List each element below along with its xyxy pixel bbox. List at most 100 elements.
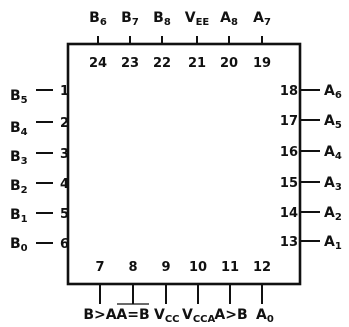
pin-5: 5 B1 (10, 207, 69, 225)
signal-subscript: 0 (267, 314, 274, 325)
pin-number: 7 (95, 260, 104, 275)
pin-number: 21 (188, 56, 206, 71)
pin-10: 10 VCCA (182, 260, 216, 325)
pin-number: 3 (60, 147, 69, 162)
signal-subscript: EE (196, 17, 210, 28)
signal-name: A (256, 307, 267, 323)
pin-signal-label: VCC (154, 307, 180, 325)
signal-name: B (89, 10, 100, 26)
pin-number: 2 (60, 116, 69, 131)
signal-name: V (182, 307, 193, 323)
pin-18: 18 A6 (280, 83, 342, 101)
pin-signal-label: A1 (324, 234, 342, 252)
pin-signal-label: A2 (324, 205, 342, 223)
pin-number: 14 (280, 206, 298, 221)
pin-signal-label: A7 (253, 10, 271, 28)
pin-number: 6 (60, 237, 69, 252)
pin-signal-label: B3 (10, 149, 28, 167)
right-pin-group: 18 A6 17 A5 16 A4 15 A3 14 A2 13 A1 (280, 83, 342, 252)
pin-number: 8 (128, 260, 137, 275)
pin-signal-label: A3 (324, 175, 342, 193)
pin-signal-label: B>A (83, 307, 116, 323)
pin-signal-label: VCCA (182, 307, 216, 325)
pin-signal-label: B4 (10, 120, 28, 138)
signal-name: B (121, 10, 132, 26)
pin-signal-label: VEE (185, 10, 210, 28)
pin-2: 2 B4 (10, 116, 69, 138)
signal-name: A (324, 234, 335, 250)
signal-name: A>B (214, 307, 247, 323)
bottom-pin-group: 7 B>A 8 A=B 9 VCC 10 VCCA 11 A>B 12 A0 (83, 260, 273, 325)
pin-signal-label: B2 (10, 178, 28, 196)
pin-number: 9 (161, 260, 170, 275)
pin-number: 13 (280, 235, 298, 250)
pin-7: 7 B>A (83, 260, 116, 323)
pin-signal-label: A5 (324, 113, 342, 131)
signal-name: A (324, 83, 335, 99)
pin-number: 22 (153, 56, 171, 71)
pin-number: 23 (121, 56, 139, 71)
pin-19: 19 A7 (253, 10, 271, 71)
signal-name: A (324, 144, 335, 160)
pin-14: 14 A2 (280, 205, 342, 223)
pin-8: 8 A=B (116, 260, 149, 323)
pin-signal-label: B8 (153, 10, 171, 28)
pin-number: 16 (280, 145, 298, 160)
pin-number: 19 (253, 56, 271, 71)
pin-1: 1 B5 (10, 84, 69, 106)
signal-subscript: 6 (100, 17, 107, 28)
pin-15: 15 A3 (280, 175, 342, 193)
pin-24: 24 B6 (89, 10, 107, 71)
signal-subscript: 3 (21, 156, 28, 167)
signal-name: A (324, 205, 335, 221)
signal-subscript: 2 (335, 212, 342, 223)
pin-number: 4 (60, 177, 69, 192)
signal-name: A (220, 10, 231, 26)
signal-subscript: 8 (164, 17, 171, 28)
signal-subscript: CCA (193, 314, 216, 325)
pin-11: 11 A>B (214, 260, 247, 323)
pin-signal-label: B0 (10, 236, 28, 254)
signal-name: B (10, 236, 21, 252)
pin-number: 15 (280, 176, 298, 191)
signal-subscript: 3 (335, 182, 342, 193)
pin-23: 23 B7 (121, 10, 139, 71)
pin-17: 17 A5 (280, 113, 342, 131)
signal-name: B (10, 120, 21, 136)
pin-number: 5 (60, 207, 69, 222)
signal-name: A (324, 113, 335, 129)
signal-name: A (253, 10, 264, 26)
pin-number: 18 (280, 84, 298, 99)
pin-signal-label: A0 (256, 307, 274, 325)
pin-signal-label: A8 (220, 10, 238, 28)
signal-subscript: 1 (335, 241, 342, 252)
signal-subscript: 2 (21, 185, 28, 196)
pin-number: 12 (253, 260, 271, 275)
pin-signal-label: A4 (324, 144, 342, 162)
pin-number: 24 (89, 56, 107, 71)
signal-name: A=B (116, 307, 149, 323)
signal-name: V (185, 10, 196, 26)
pin-6: 6 B0 (10, 236, 69, 254)
signal-name: B (10, 88, 21, 104)
signal-name: B (10, 149, 21, 165)
pin-21: 21 VEE (185, 10, 210, 71)
pin-number: 20 (220, 56, 238, 71)
pin-13: 13 A1 (280, 234, 342, 252)
signal-name: B (10, 178, 21, 194)
signal-subscript: 5 (21, 95, 28, 106)
pin-signal-label: B1 (10, 207, 28, 225)
pin-number: 17 (280, 114, 298, 129)
top-pin-group: 24 B6 23 B7 22 B8 21 VEE 20 A8 19 A7 (89, 10, 271, 71)
pin-12: 12 A0 (253, 260, 274, 325)
signal-name: V (154, 307, 165, 323)
signal-subscript: 4 (335, 151, 342, 162)
signal-subscript: 7 (132, 17, 139, 28)
signal-name: A (324, 175, 335, 191)
chip-body (66, 42, 302, 286)
pin-signal-label: B7 (121, 10, 139, 28)
signal-subscript: 5 (335, 120, 342, 131)
pin-20: 20 A8 (220, 10, 238, 71)
pin-22: 22 B8 (153, 10, 171, 71)
signal-subscript: 7 (264, 17, 271, 28)
